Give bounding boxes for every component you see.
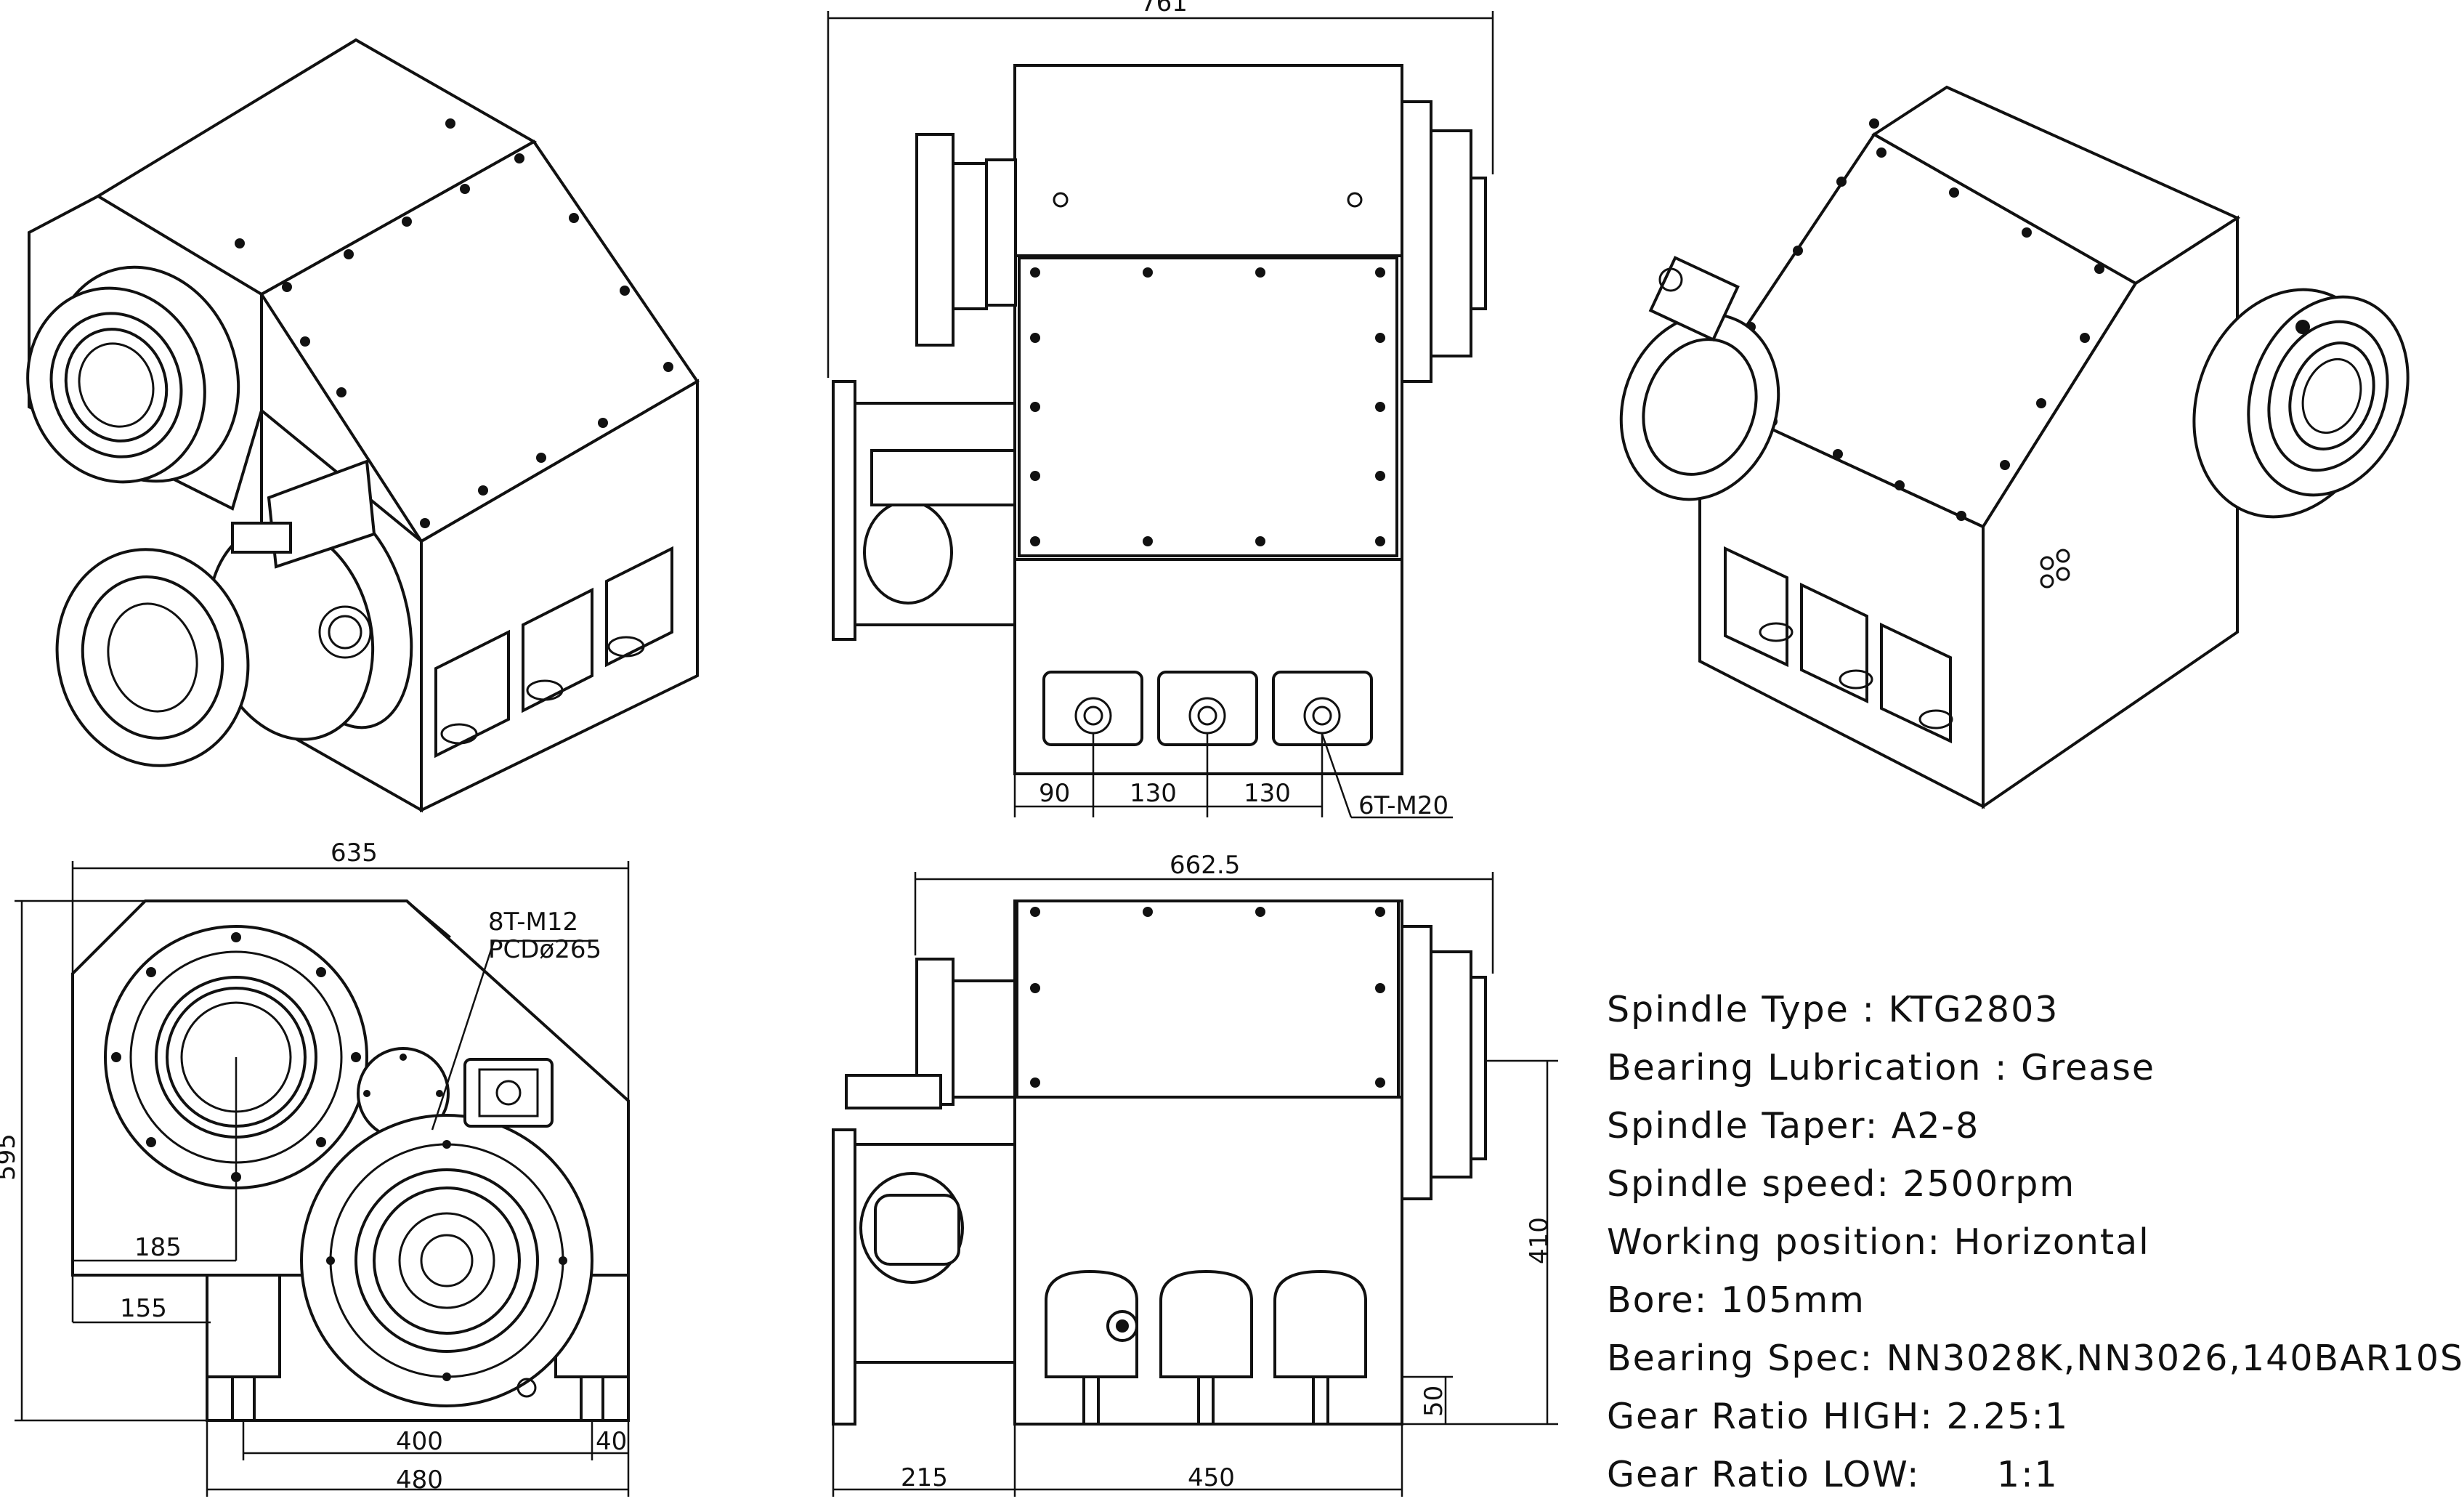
top-view bbox=[827, 11, 1494, 819]
spec-list: Spindle Type : KTG2803 Bearing Lubricati… bbox=[1607, 981, 2464, 1504]
front-lower-flange bbox=[300, 1114, 593, 1407]
spec-spindle-taper: Spindle Taper: A2-8 bbox=[1607, 1105, 1980, 1147]
dim-side-total: 662.5 bbox=[1170, 851, 1240, 880]
dim-front-height: 595 bbox=[0, 1133, 21, 1181]
side-view-cover-bolts bbox=[1030, 907, 1385, 1088]
spec-spindle-type: Spindle Type : KTG2803 bbox=[1607, 989, 2059, 1030]
dim-side-450: 450 bbox=[1188, 1463, 1235, 1492]
side-view-dimensions bbox=[832, 872, 1558, 1497]
dim-top-total: 761 bbox=[1140, 0, 1188, 17]
spec-spindle-speed: Spindle speed: 2500rpm bbox=[1607, 1163, 2076, 1205]
dim-side-height: 410 bbox=[1525, 1217, 1554, 1264]
front-connector-box bbox=[463, 1058, 554, 1128]
dim-base-40: 40 bbox=[596, 1427, 627, 1456]
iso-view-left bbox=[26, 38, 700, 813]
top-view-cover-bolts bbox=[1030, 267, 1385, 546]
side-view bbox=[832, 872, 1558, 1497]
dim-side-215: 215 bbox=[901, 1463, 948, 1492]
front-view-dimensions bbox=[15, 861, 630, 1497]
iso-left-cover-bolts bbox=[235, 118, 673, 528]
dim-base-480: 480 bbox=[396, 1465, 443, 1495]
iso-left-lower-flange bbox=[55, 459, 413, 767]
dim-offset-185: 185 bbox=[134, 1233, 182, 1262]
top-view-dimensions bbox=[827, 11, 1494, 819]
dim-flange-thread: 8T-M12 bbox=[488, 907, 578, 937]
spec-gear-ratio-low: Gear Ratio LOW: 1:1 bbox=[1607, 1454, 2059, 1495]
iso-right-side-flange bbox=[1619, 256, 1780, 501]
spec-gear-ratio-high: Gear Ratio HIGH: 2.25:1 bbox=[1607, 1396, 2070, 1437]
iso-right-cover-bolts bbox=[1709, 118, 2104, 521]
dim-pocket-b: 130 bbox=[1130, 779, 1177, 808]
dim-flange-pcd: PCDø265 bbox=[488, 935, 601, 964]
dim-base-400: 400 bbox=[396, 1427, 443, 1456]
dim-side-foot: 50 bbox=[1419, 1386, 1448, 1417]
technical-drawing: 761 90 130 130 6T-M20 bbox=[0, 0, 2410, 1497]
dim-pocket-thread: 6T-M20 bbox=[1358, 791, 1448, 820]
iso-left-upper-flange bbox=[26, 265, 240, 484]
dim-pocket-a: 90 bbox=[1039, 779, 1070, 808]
dim-front-width: 635 bbox=[331, 838, 378, 868]
iso-right-main-flange bbox=[2192, 288, 2410, 519]
spec-working-position: Working position: Horizontal bbox=[1607, 1221, 2150, 1263]
dim-offset-155: 155 bbox=[120, 1294, 167, 1323]
front-view bbox=[15, 861, 630, 1497]
iso-right-bolt-pattern bbox=[2040, 549, 2070, 589]
spec-bore: Bore: 105mm bbox=[1607, 1279, 1865, 1321]
iso-left-pockets bbox=[434, 546, 673, 759]
spec-bearing-spec: Bearing Spec: NN3028K,NN3026,140BAR10S bbox=[1607, 1338, 2464, 1379]
side-view-pockets bbox=[1045, 1269, 1367, 1426]
iso-view-right bbox=[1619, 85, 2410, 809]
spec-bearing-lubrication: Bearing Lubrication : Grease bbox=[1607, 1047, 2156, 1088]
dim-pocket-c: 130 bbox=[1244, 779, 1291, 808]
iso-right-pockets bbox=[1724, 546, 1953, 744]
